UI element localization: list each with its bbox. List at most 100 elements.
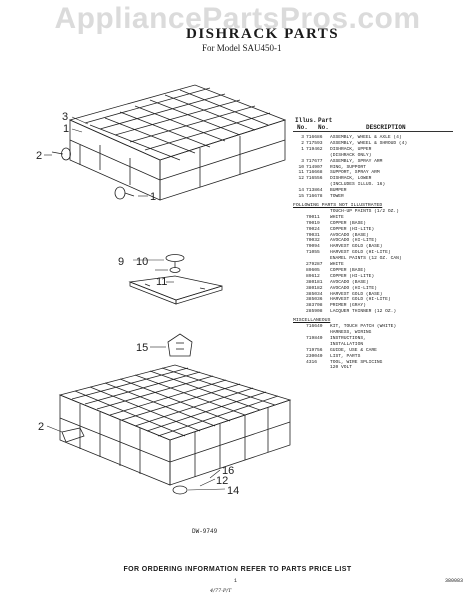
illustration-number: 3 (301, 158, 304, 164)
part-description: AVOCADO (BASE) (330, 232, 369, 238)
part-number: 380181 (306, 279, 323, 285)
part-number: 71055 (306, 250, 320, 256)
ordering-footer: FOR ORDERING INFORMATION REFER TO PARTS … (123, 566, 352, 573)
part-number: 716668 (306, 170, 323, 176)
part-number: 380182 (306, 285, 323, 291)
part-row: (INCLUDES ILLUS. 16) (293, 182, 463, 188)
handwritten-note: 4/77-P/T (210, 588, 232, 594)
part-row: (DISHRACK ONLY) (293, 153, 463, 159)
callout-leaders-upper (44, 116, 148, 197)
part-row: 380182 AVOCADO (HI-LITE) (293, 286, 463, 292)
part-row: 70024 COPPER (HI-LITE) (293, 227, 463, 233)
part-number: 285908 (306, 309, 323, 315)
drawing-code: DW-9749 (192, 528, 218, 535)
section-not-illustrated: FOLLOWING PARTS NOT ILLUSTRATED (293, 202, 383, 208)
callout-16: 16 (222, 465, 234, 477)
part-description: ENAMEL PAINTS (12 OZ. CAN) (330, 256, 402, 262)
part-description: LACQUER THINNER (12 OZ.) (330, 309, 397, 315)
illustration-number: 2 (301, 140, 304, 146)
part-row: 70032 AVOCADO (HI-LITE) (293, 238, 463, 244)
part-number: 70019 (306, 220, 320, 226)
part-number: 89612 (306, 273, 320, 279)
callout-15: 15 (136, 342, 148, 354)
part-number: 719756 (306, 347, 323, 353)
illustration-number: 12 (298, 176, 304, 182)
section-miscellaneous: MISCELLANEOUS (293, 318, 331, 324)
part-number: 716678 (306, 194, 323, 200)
part-number: 89605 (306, 267, 320, 273)
part-number: 716556 (306, 176, 323, 182)
part-number: 713864 (306, 188, 323, 194)
part-description: AVOCADO (HI-LITE) (330, 285, 377, 291)
part-number: 230040 (306, 353, 323, 359)
part-row: TOUCH-UP PAINTS (1/2 OZ.) (293, 209, 463, 215)
callout-leaders-arm (133, 259, 174, 283)
header-rule (293, 131, 453, 132)
callout-leaders-lower (46, 425, 226, 491)
header-ill-2: No. (297, 124, 308, 131)
part-description: TOOL, WIRE SPLICING (330, 359, 383, 365)
upper-wheel-drawing (51, 147, 135, 200)
callout-2-upper: 2 (36, 150, 42, 162)
part-number: 385036 (306, 297, 323, 303)
part-description: INSTALLATION (330, 341, 364, 347)
part-description: COPPER (HI-LITE) (330, 273, 375, 279)
illustration-number: 15 (298, 194, 304, 200)
lower-wheel-drawing (61, 427, 188, 495)
part-description: TOUCH-UP PAINTS (1/2 OZ.) (330, 208, 399, 214)
part-number: 70032 (306, 238, 320, 244)
part-description: ASSEMBLY, WHEEL & AXLE (4) (330, 135, 402, 140)
part-description: COPPER (HI-LITE) (330, 226, 375, 232)
tower-drawing (167, 333, 193, 357)
part-description: AVOCADO (HI-LITE) (330, 238, 377, 244)
part-number: 70024 (306, 226, 320, 232)
part-row: 380181 AVOCADO (BASE) (293, 280, 463, 286)
callout-9: 9 (118, 256, 124, 268)
callout-3: 3 (62, 111, 68, 123)
part-row: 285908 LACQUER THINNER (12 OZ.) (293, 309, 463, 315)
part-description: AVOCADO (BASE) (330, 279, 369, 285)
page-title: DISHRACK PARTS (186, 26, 340, 42)
illustration-number: 3 (301, 135, 304, 140)
part-description: TOWER (330, 194, 344, 200)
page-number: 1 (234, 578, 238, 584)
part-description: KIT, TOUCH PATCH (WHITE) (330, 324, 397, 330)
part-row: HARNESS, WIRING (293, 330, 463, 336)
part-number: 717593 (306, 140, 323, 146)
part-description: PRIMER (GRAY) (330, 303, 366, 309)
upper-dishrack-drawing (68, 84, 287, 201)
part-description: HARVEST GOLD (BASE) (330, 244, 383, 250)
part-description: 120 VOLT (330, 365, 353, 371)
part-row: INSTALLATION (293, 342, 463, 348)
header-part-2: No. (318, 124, 329, 131)
part-number: 717677 (306, 158, 323, 164)
part-description: ASSEMBLY, WHEEL & SHROUD (4) (330, 140, 408, 146)
illustration-number: 1 (301, 146, 304, 152)
part-row: 89612 COPPER (HI-LITE) (293, 274, 463, 280)
part-number: 719840 (306, 335, 323, 341)
part-description: LIST, PARTS (330, 353, 361, 359)
part-description: HARNESS, WIRING (330, 330, 372, 335)
part-row: 230040 LIST, PARTS (293, 354, 463, 360)
part-description: DISHRACK, LOWER (330, 176, 372, 182)
illustration-number: 11 (298, 170, 304, 176)
part-description: COPPER (BASE) (330, 267, 366, 273)
part-number: 70094 (306, 244, 320, 250)
part-description: DISHRACK, UPPER (330, 146, 372, 152)
